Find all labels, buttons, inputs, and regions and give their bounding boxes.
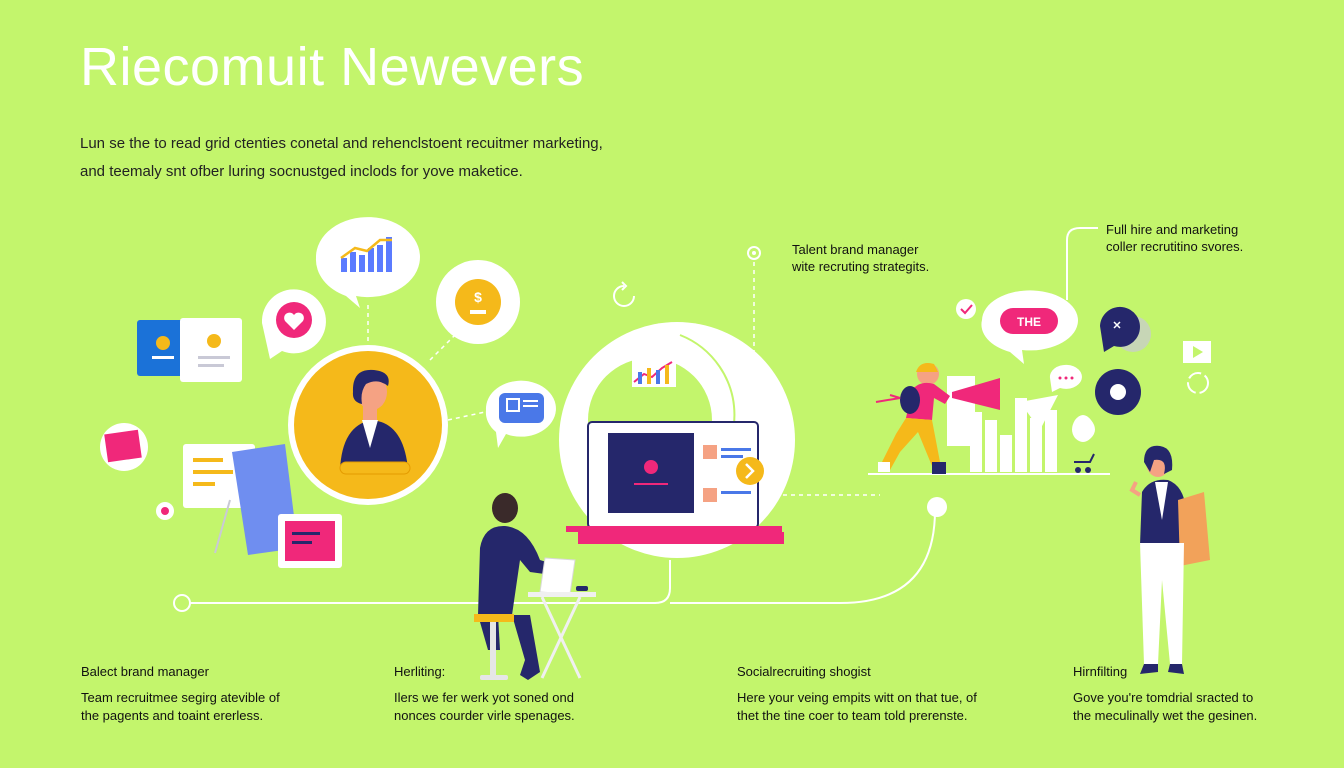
chat-icon [485, 380, 556, 448]
heart-icon [261, 289, 326, 359]
section-text: thet the tine coer to team told prerenst… [737, 708, 968, 723]
sync-icon [1187, 372, 1209, 394]
intro-line-1: Lun se the to read grid ctenties conetal… [80, 135, 603, 152]
intro-line-2: and teemaly snt ofber luring socnustged … [80, 163, 523, 180]
dollar-icon: $ [436, 260, 520, 344]
section-heading: Hirnfilting [1073, 664, 1128, 679]
document-cards [183, 444, 342, 568]
cart-icon [1074, 453, 1095, 473]
play-icon [1183, 341, 1211, 363]
laptop-illustration [559, 322, 795, 558]
section-text: Gove you're tomdrial sracted to [1073, 690, 1254, 705]
callout-center-line-1: Talent brand manager [792, 242, 919, 257]
section-heading: Socialrecruiting shogist [737, 664, 871, 679]
section-text: nonces courder virle spenages. [394, 708, 575, 723]
standing-person [1129, 445, 1210, 674]
svg-text:$: $ [474, 289, 482, 305]
section-heading: Balect brand manager [81, 664, 209, 679]
page-title: Riecomuit Newevers [80, 37, 585, 97]
megaphone-icon [868, 376, 1110, 475]
seated-person [474, 493, 596, 680]
section-heading: Herliting: [394, 664, 446, 679]
section-text: the pagents and toaint ererless. [81, 708, 264, 723]
connector-node-left [173, 594, 191, 612]
callout-right-line-1: Full hire and marketing [1106, 222, 1239, 237]
the-bubble [981, 290, 1078, 364]
section-text: Ilers we fer werk yot soned ond [394, 690, 574, 705]
chat-dots-icon [1049, 364, 1082, 392]
refresh-icon [613, 281, 635, 307]
callout-right-line-2: coller recrutitino svores. [1106, 239, 1244, 254]
section-text: the meculinally wet the gesinen. [1073, 708, 1258, 723]
running-person [875, 363, 950, 474]
connector-lines [182, 227, 1098, 604]
navy-chat-icon [1100, 306, 1151, 352]
the-badge-text: THE [1017, 315, 1041, 329]
bar-chart-icon [315, 217, 420, 308]
check-icon [956, 299, 976, 319]
section-text: Team recruitmee segirg atevible of [81, 690, 280, 705]
pink-note [100, 423, 148, 471]
profile-card [137, 318, 242, 382]
callout-center-line-2: wite recruting strategits. [792, 259, 930, 274]
section-text: Here your veing empits witt on that tue,… [737, 690, 977, 705]
connector-node-right [927, 497, 947, 517]
avatar-circle [288, 345, 448, 505]
record-icon [1095, 369, 1141, 415]
